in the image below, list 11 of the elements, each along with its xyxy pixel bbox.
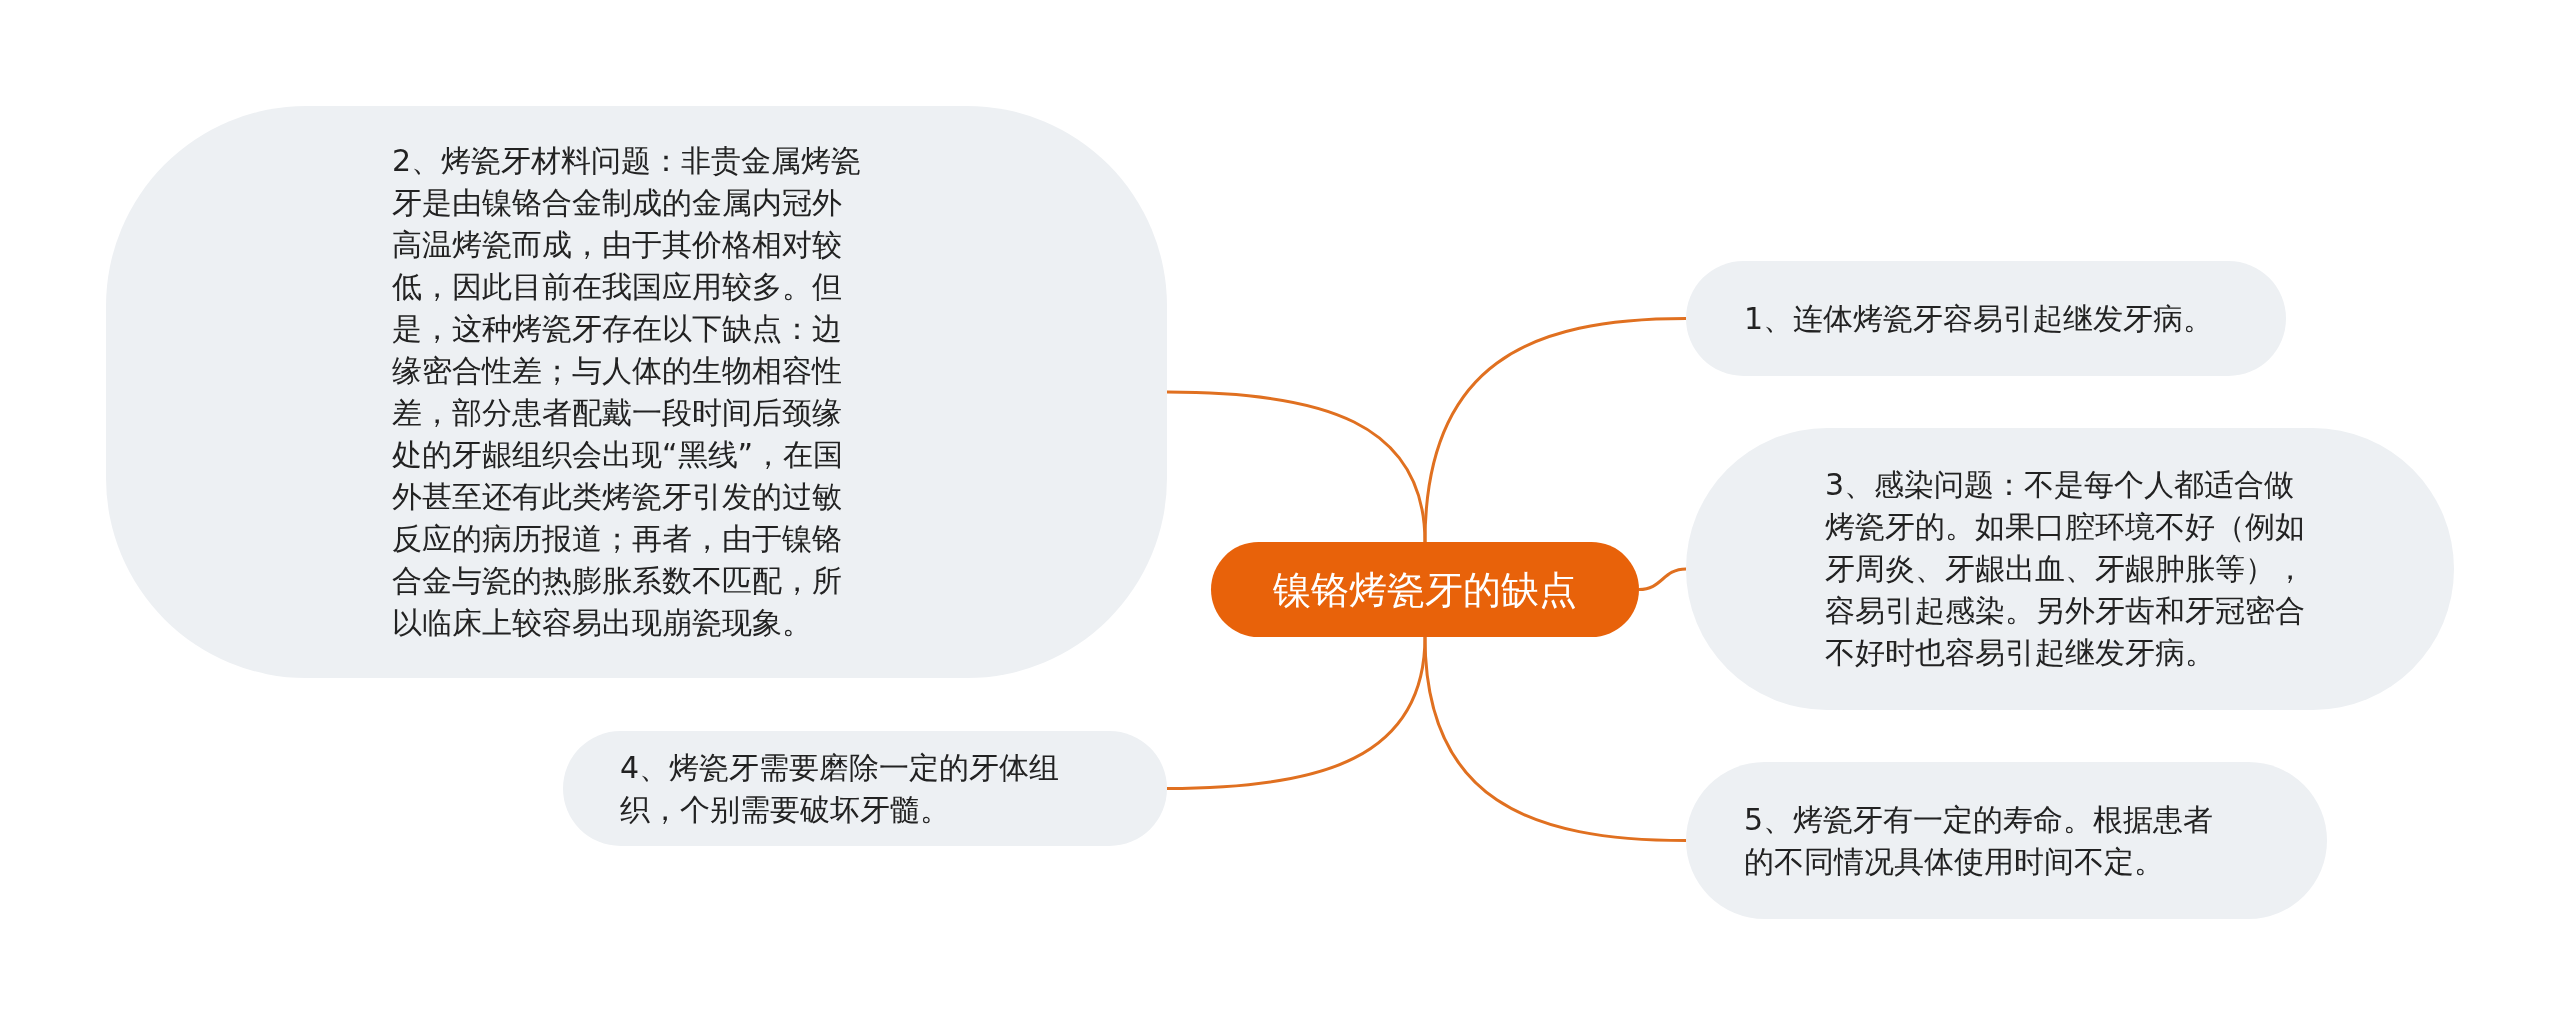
topic-text: 4、烤瓷牙需要磨除一定的牙体组织，个别需要破坏牙髓。 [620,748,1061,829]
topic-text: 1、连体烤瓷牙容易引起继发牙病。 [1744,299,2215,338]
connector-line [1423,317,1687,543]
connector-line [1423,636,1687,842]
connector-line [1638,567,1687,591]
topic-text: 5、烤瓷牙有一定的寿命。根据患者的不同情况具体使用时间不定。 [1744,800,2214,881]
topic-text: 2、烤瓷牙材料问题：非贵金属烤瓷牙是由镍铬合金制成的金属内冠外高温烤瓷而成，由于其价格相对较低，因此目前在我国应用较多。但是，这种烤瓷牙存在以下缺点：边缘密合性差；与人体的生物相容性差，部分患者配戴一段时间后颈缘处的牙龈组织会出现“黑线”，在国外甚至还有此类烤瓷牙引发的过敏反应的病历报道；再者，由于镍铬合金与瓷的热膨胀系数不匹配，所以临床上较容易出现崩瓷现象。 [392,142,863,642]
connector-line [1166,390,1427,543]
central-topic-text: 镍铬烤瓷牙的缺点 [1273,566,1577,614]
topic-text: 3、感染问题：不是每个人都适合做烤瓷牙的。如果口腔环境不好（例如牙周炎、牙龈出血、牙龈肿胀等），容易引起感染。另外牙齿和牙冠密合不好时也容易引起继发牙病。 [1825,466,2305,672]
connector-line [1166,636,1427,790]
